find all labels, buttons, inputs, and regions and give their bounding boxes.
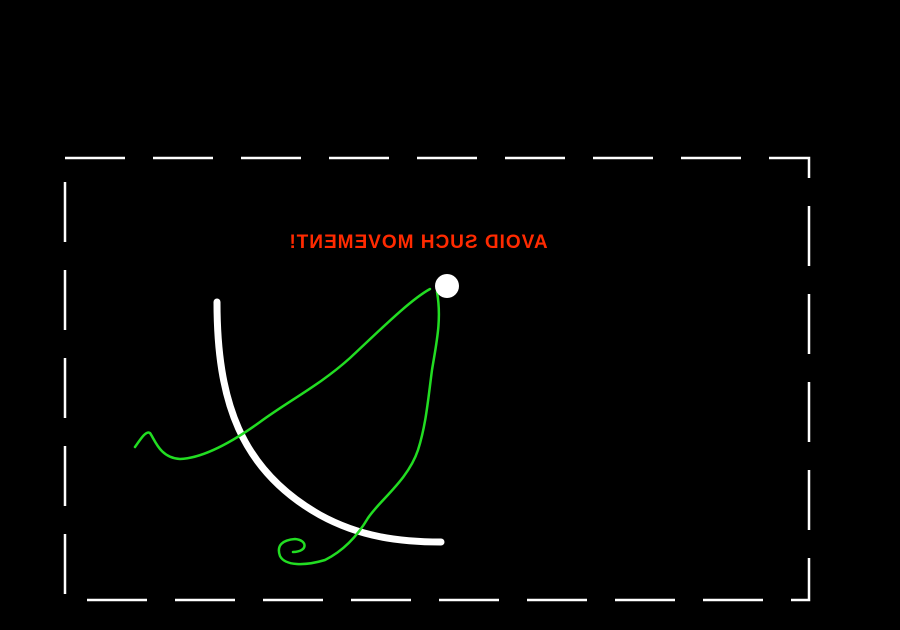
green-trace	[133, 287, 441, 566]
endpoint-dot	[435, 274, 459, 298]
dashed-frame	[63, 156, 811, 602]
warning-text: AVOID SUCH MOVEMENT!	[288, 232, 547, 253]
target-arc	[213, 298, 445, 546]
